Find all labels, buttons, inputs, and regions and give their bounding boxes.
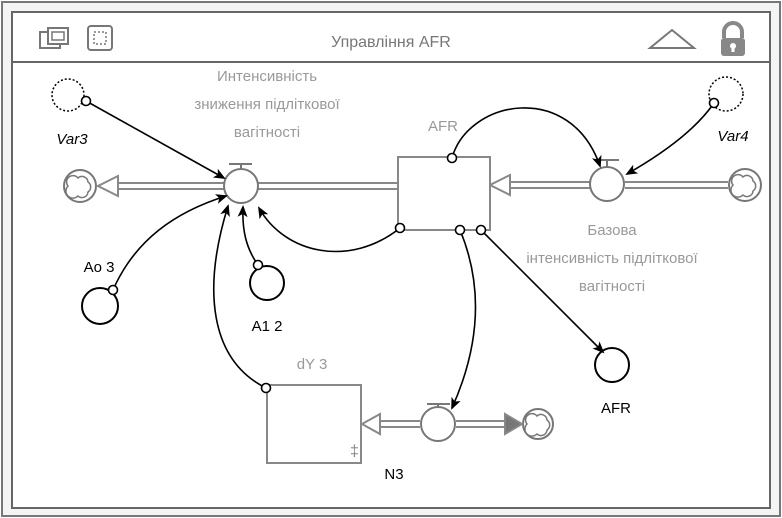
var4-label: Var4 bbox=[717, 128, 748, 145]
flow-n3-label: N3 bbox=[384, 466, 403, 483]
ao3-converter[interactable] bbox=[81, 287, 119, 325]
flow-pipe-base bbox=[487, 173, 728, 197]
stock-afr-label: AFR bbox=[428, 118, 458, 135]
window-mode-icon[interactable] bbox=[39, 27, 69, 49]
flow-base-label-2: інтенсивність підліткової bbox=[526, 250, 698, 267]
ao3-label: Ao 3 bbox=[84, 259, 115, 276]
select-frame-icon[interactable] bbox=[87, 25, 113, 51]
flow-pipe-n3 bbox=[359, 412, 524, 436]
connector-var3-reduction bbox=[85, 100, 226, 179]
connector-dy3-reduction bbox=[213, 204, 267, 389]
a12-label: A1 2 bbox=[252, 318, 283, 335]
cloud-icon-bottom bbox=[522, 408, 554, 440]
flow-reduction-label-3: вагітності bbox=[234, 124, 300, 141]
connector-var4-base bbox=[625, 102, 715, 175]
flow-base-label-3: вагітності bbox=[579, 278, 645, 295]
connector-handles[interactable] bbox=[80, 95, 720, 394]
cloud-icon-right bbox=[728, 168, 762, 202]
flow-reduction-label-2: зниження підліткової bbox=[194, 96, 340, 113]
afr-converter-label: AFR bbox=[601, 400, 631, 417]
connector-afr-converter bbox=[480, 229, 605, 354]
stock-dy3-label: dY 3 bbox=[297, 356, 328, 373]
flow-valve-base[interactable] bbox=[589, 159, 625, 202]
cloud-icon-left bbox=[63, 169, 97, 203]
connector-afr-reduction bbox=[258, 206, 401, 253]
connector-afr-base bbox=[451, 107, 602, 168]
a12-converter[interactable] bbox=[249, 265, 285, 301]
window-panel bbox=[11, 11, 771, 509]
flow-valve-reduction[interactable] bbox=[223, 163, 259, 204]
triangle-up-icon[interactable] bbox=[647, 28, 697, 49]
var3-ghost-converter[interactable] bbox=[51, 78, 85, 112]
ghost-marker: ‡ bbox=[350, 443, 359, 460]
connectors bbox=[85, 100, 715, 410]
var3-label: Var3 bbox=[56, 131, 88, 148]
flow-reduction-label-1: Интенсивність bbox=[217, 68, 317, 85]
lock-icon[interactable] bbox=[721, 21, 745, 56]
flow-pipe-reduction bbox=[95, 174, 398, 198]
connector-afr-n3 bbox=[451, 229, 477, 410]
window-title: Управління AFR bbox=[331, 34, 451, 51]
stock-dy3[interactable] bbox=[266, 384, 362, 464]
flow-valve-n3[interactable] bbox=[420, 403, 456, 442]
stock-afr[interactable] bbox=[397, 156, 491, 231]
afr-converter[interactable] bbox=[594, 347, 630, 383]
flow-base-label-1: Базова bbox=[587, 222, 637, 239]
connector-ao3-reduction bbox=[112, 194, 228, 291]
